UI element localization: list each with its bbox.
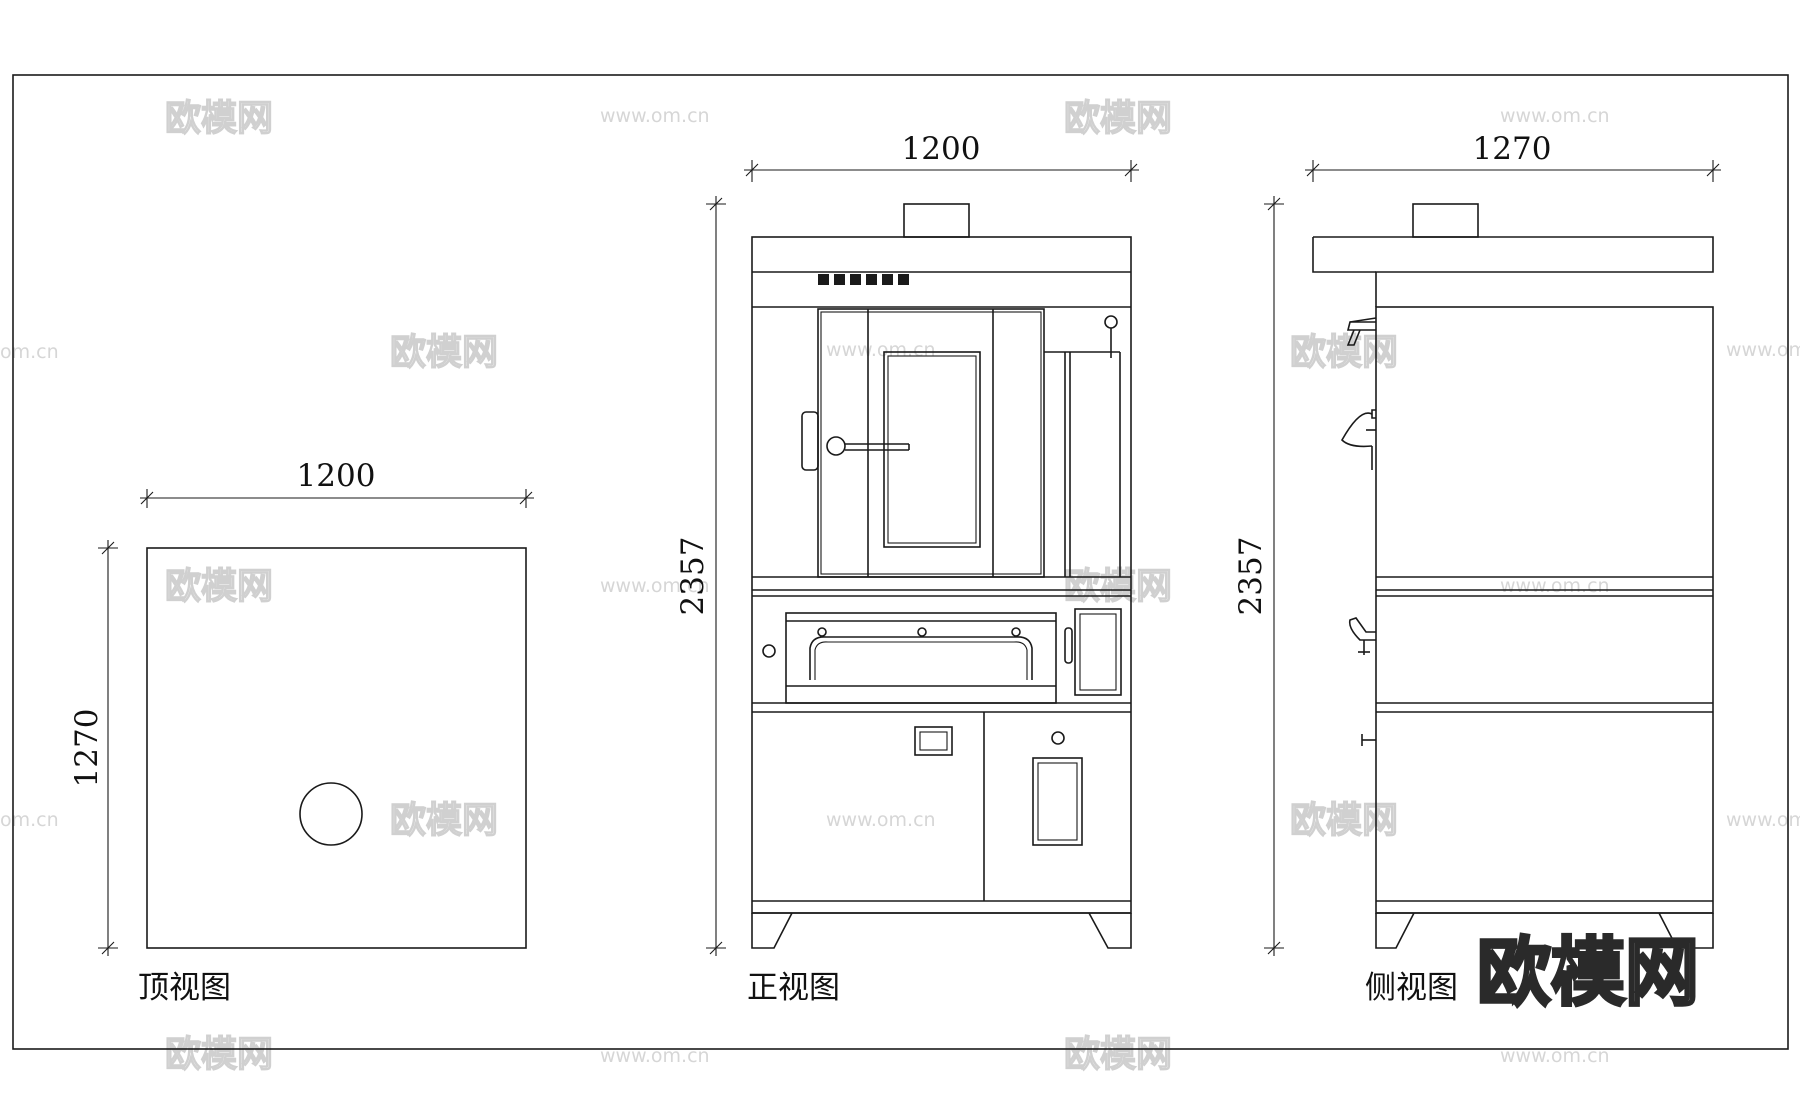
watermark-site: www.om.cn [826,809,936,831]
front-view-right-foot [1088,912,1132,949]
watermark-site: www.om.cn [1726,339,1800,361]
top-view-depth-dimension: 1270 [69,540,118,956]
front-view: 1200 2357 正视图 [675,131,1139,1006]
side-view-height-label: 2357 [1233,537,1269,616]
watermark-brand: 欧模网 [1290,800,1398,841]
side-view-top-hood [1313,236,1714,307]
top-view-depth-label: 1270 [69,709,105,788]
watermark-brand: 欧模网 [390,332,498,373]
front-view-width-label: 1200 [902,131,981,167]
watermark-brand: 欧模网 [1290,332,1398,373]
top-view-width-dimension: 1200 [140,458,534,508]
watermark-site: www.om.cn [1726,809,1800,831]
watermark-site: www.om.cn [1500,105,1610,127]
side-view-left-foot [1375,912,1415,949]
watermark-brand: 欧模网 [165,98,273,139]
front-view-caption: 正视图 [747,970,840,1006]
front-view-lower-handle [1064,627,1073,664]
watermark-brand: 欧模网 [1064,1034,1172,1075]
watermark-site: www.om.cn [826,339,936,361]
top-view-caption: 顶视图 [138,970,231,1006]
watermark-site: www.om.cn [1500,575,1610,597]
side-view-width-label: 1270 [1473,131,1552,167]
side-view-width-dimension: 1270 [1305,131,1721,182]
front-view-lower-oven [785,612,1057,704]
front-view-left-foot [751,912,793,949]
watermark-brand: 欧模网 [1064,566,1172,607]
side-view: 1270 2357 侧视图 [1233,131,1721,1006]
watermark-brand: 欧模网 [1064,98,1172,139]
front-view-height-dimension: 2357 [675,196,726,956]
side-view-upper-latch [1346,317,1377,346]
watermark-site: www.om.cn [1500,1045,1610,1067]
side-view-caption: 侧视图 [1365,970,1458,1006]
front-view-indicator-light [762,644,776,658]
top-view-flue-circle [299,782,363,846]
watermark-brand: 欧模网 [165,1034,273,1075]
watermark-site: om.cn [0,341,59,363]
top-view: 1200 1270 顶视图 [69,458,534,1006]
front-view-right-cabinet-knob [1051,731,1065,745]
watermark-layer: 欧模网 www.om.cn 欧模网 www.om.cn om.cn 欧模网 ww… [0,97,1800,1075]
watermark-site: www.om.cn [600,1045,710,1067]
side-view-lower-handle [1348,617,1376,655]
side-view-cabinet-knob [1361,734,1376,746]
watermark-site: www.om.cn [600,105,710,127]
front-view-width-dimension: 1200 [744,131,1139,182]
top-view-outline [146,547,527,949]
front-view-door-hinge [801,411,819,471]
front-view-door-knob [826,436,846,456]
front-view-hook [1104,315,1118,358]
watermark-brand: 欧模网 [165,566,273,607]
side-view-chimney [1412,203,1479,238]
watermark-site: om.cn [0,809,59,831]
front-view-vent-grille [818,274,909,285]
side-view-body [1375,306,1714,914]
front-view-left-cabinet-label [914,726,953,756]
front-view-right-cabinet-window [1032,757,1083,846]
front-view-chimney [903,203,970,238]
front-view-lower-oven-tray [809,636,1033,680]
watermark-brand-large: 欧模网 [1477,930,1699,1016]
watermark-site: www.om.cn [600,575,710,597]
side-view-height-dimension: 2357 [1233,196,1284,956]
drawing-frame [12,74,1789,1050]
side-view-door-handle [1341,409,1376,470]
front-view-height-label: 2357 [675,537,711,616]
side-view-right-foot [1658,912,1714,949]
watermark-brand: 欧模网 [390,800,498,841]
top-view-width-label: 1200 [297,458,376,494]
front-view-control-panel [1074,608,1122,696]
